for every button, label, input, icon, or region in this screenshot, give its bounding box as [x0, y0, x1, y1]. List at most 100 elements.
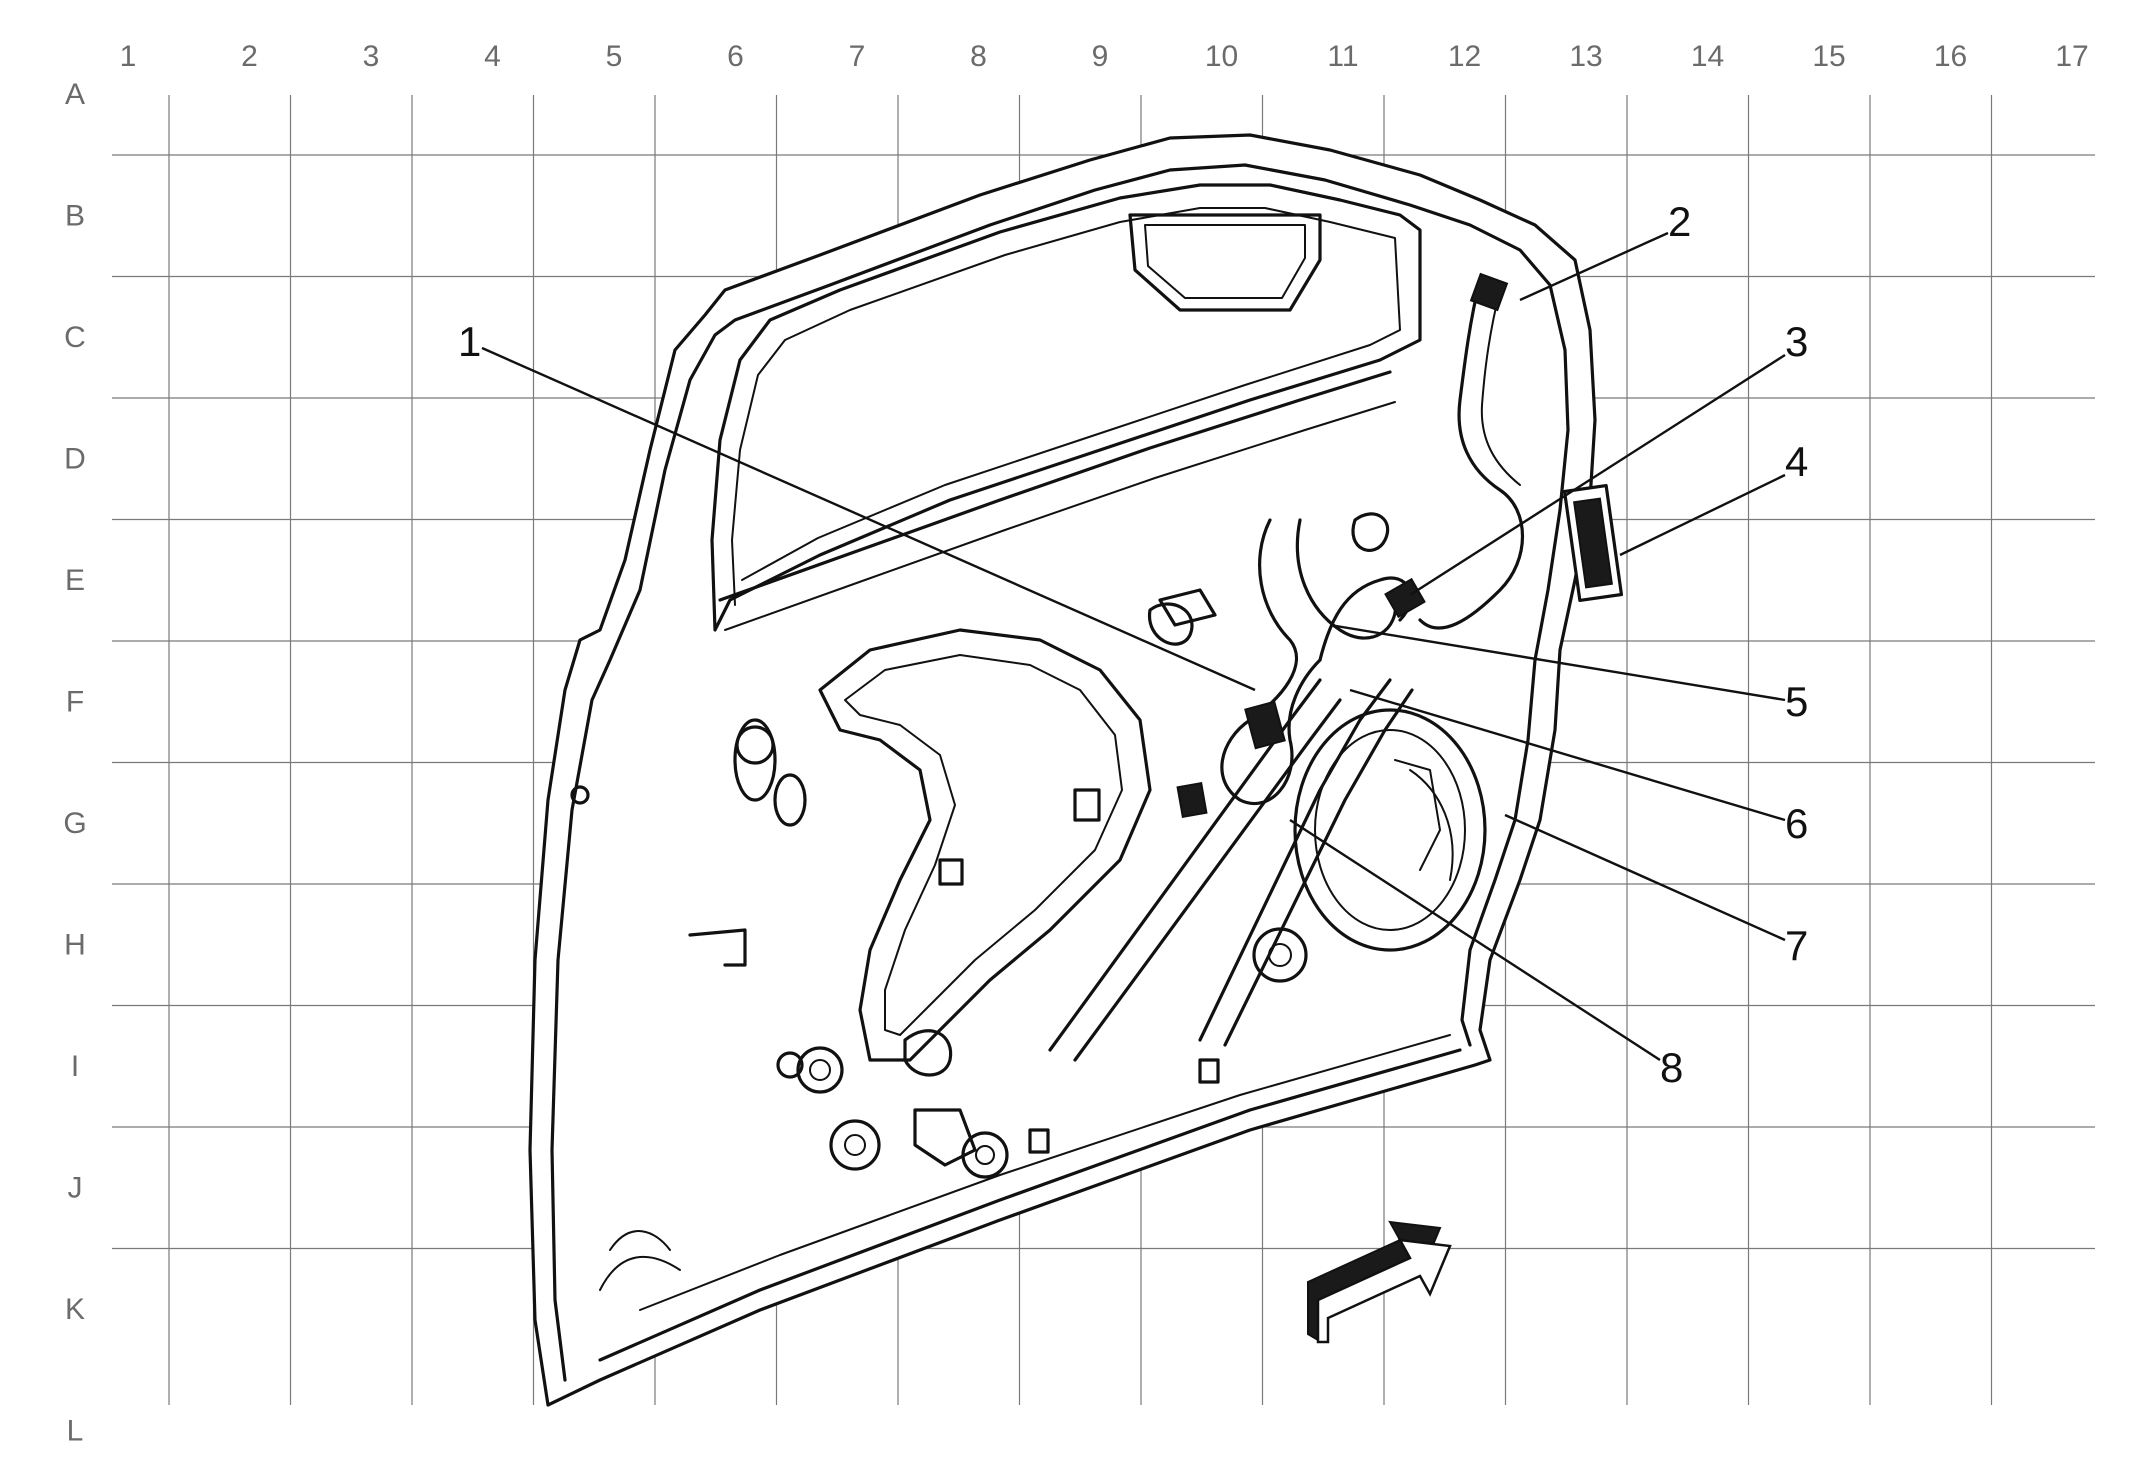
belt-reinforcement [718, 370, 1392, 602]
callout-numbers: 1 2 3 4 5 6 7 8 [458, 198, 1808, 1091]
leader-7 [1504, 813, 1786, 942]
door-sill-line [639, 1034, 1451, 1311]
clip-square [1028, 1128, 1050, 1154]
column-label: 9 [1092, 40, 1109, 73]
row-label: L [67, 1415, 84, 1448]
row-label: H [64, 929, 86, 962]
door-outer-shell [528, 133, 1597, 1407]
column-label: 17 [2055, 40, 2088, 73]
lower-cutout [903, 1029, 953, 1077]
leader-5 [1329, 623, 1786, 702]
callout-6: 6 [1785, 800, 1808, 847]
mount-hole [1252, 927, 1308, 983]
row-labels: A B C D E F G H I J K L [63, 78, 86, 1448]
column-label: 13 [1569, 40, 1602, 73]
wiring-harness [1480, 289, 1521, 486]
front-door-inner-panel [528, 133, 1624, 1407]
upper-cutout [1148, 602, 1194, 646]
door-inner-flange [550, 163, 1570, 1382]
row-label: K [65, 1293, 85, 1326]
column-label: 1 [120, 40, 137, 73]
callout-8: 8 [1660, 1044, 1683, 1091]
column-label: 8 [970, 40, 987, 73]
mount-hole [796, 1046, 844, 1094]
window-frame-outer [710, 183, 1422, 632]
bottom-flange [599, 1256, 681, 1291]
column-label: 3 [363, 40, 380, 73]
column-label: 6 [727, 40, 744, 73]
door-lower-inner-edge [598, 1048, 1462, 1362]
row-label: B [65, 200, 85, 233]
belt-reinforcement-lower [724, 401, 1396, 631]
callout-4: 4 [1785, 438, 1808, 485]
latch-cutout [773, 773, 807, 827]
column-label: 12 [1448, 40, 1481, 73]
harness-clip [1244, 700, 1286, 750]
column-label: 16 [1934, 40, 1967, 73]
leader-8 [1289, 818, 1661, 1062]
mount-hole [570, 785, 590, 805]
mount-hole [776, 1051, 804, 1079]
row-label: E [65, 564, 85, 597]
mount-hole [829, 1119, 881, 1171]
clip-square [1073, 788, 1101, 822]
column-label: 14 [1691, 40, 1724, 73]
mount-hole-inner [844, 1134, 866, 1156]
row-label: J [68, 1172, 83, 1205]
panel-access-opening-inner [844, 654, 1123, 1036]
column-label: 2 [241, 40, 258, 73]
callout-5: 5 [1785, 678, 1808, 725]
speaker-opening-inner [1314, 729, 1466, 931]
callout-3: 3 [1785, 318, 1808, 365]
rear-harness-clip [1409, 769, 1454, 881]
bottom-flange [609, 1230, 671, 1251]
mount-hole-inner [975, 1145, 995, 1165]
callout-1: 1 [458, 318, 481, 365]
clip-square [1198, 1058, 1220, 1084]
callout-7: 7 [1785, 922, 1808, 969]
column-label: 4 [484, 40, 501, 73]
hinge-tab [688, 928, 747, 967]
wiring-harness [1220, 518, 1322, 806]
connector-upper [1469, 272, 1509, 312]
row-label: F [66, 686, 84, 719]
wiring-harness [1418, 278, 1525, 630]
lower-cutout [913, 1108, 977, 1167]
column-label: 7 [849, 40, 866, 73]
latch-cutout [733, 718, 777, 802]
row-label: G [63, 807, 86, 840]
window-frame-inner [731, 207, 1401, 606]
column-label: 15 [1812, 40, 1845, 73]
mirror-mount-inner [1144, 224, 1306, 299]
speaker-opening [1293, 708, 1487, 952]
callout-leaders [481, 231, 1786, 1062]
upper-cutout [1351, 512, 1390, 552]
column-label: 5 [606, 40, 623, 73]
leader-2 [1519, 231, 1669, 302]
row-label: D [64, 443, 86, 476]
control-module [1573, 497, 1613, 589]
wiring-harness [1295, 518, 1398, 640]
leader-1 [481, 346, 1256, 692]
callout-2: 2 [1668, 198, 1691, 245]
row-label: I [71, 1050, 79, 1083]
column-label: 10 [1205, 40, 1238, 73]
window-regulator-rail [1073, 698, 1342, 1062]
window-regulator-rail [1223, 688, 1414, 1047]
leader-3 [1409, 353, 1786, 597]
forward-arrow-icon [1307, 1220, 1452, 1344]
row-label: A [65, 78, 85, 111]
clip-square [938, 858, 964, 886]
leader-6 [1349, 688, 1786, 822]
window-regulator-rail [1198, 678, 1392, 1042]
panel-access-opening [818, 628, 1152, 1062]
leader-4 [1619, 473, 1786, 557]
row-label: C [64, 321, 86, 354]
speaker-bracket [1394, 759, 1441, 871]
upper-cutout [1158, 588, 1217, 627]
mount-hole-inner [809, 1059, 831, 1081]
column-label: 11 [1327, 40, 1358, 73]
harness-clip [1176, 781, 1208, 819]
